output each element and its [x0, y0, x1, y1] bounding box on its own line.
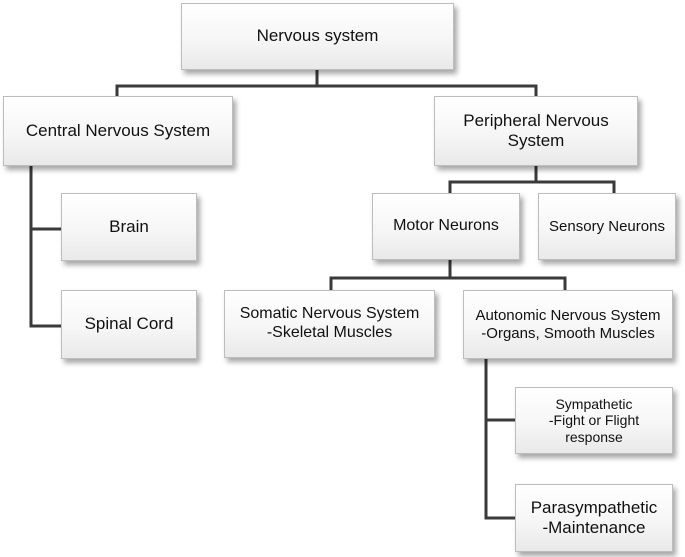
node-somatic-nervous-system: Somatic Nervous System-Skeletal Muscles [224, 290, 435, 358]
connector-motor-to-autonomic [448, 276, 567, 292]
node-motor-neurons: Motor Neurons [372, 193, 520, 260]
node-label-line: System [507, 131, 565, 150]
node-label-line: Nervous system [256, 26, 379, 46]
node-label-line: -Skeletal Muscles [266, 324, 393, 341]
node-label-line: -Fight or Flight [548, 412, 640, 429]
node-spinal-cord: Spinal Cord [61, 290, 197, 359]
node-label-line: Sensory Neurons [549, 217, 665, 235]
node-sensory-neurons: Sensory Neurons [538, 193, 676, 260]
node-central-nervous-system: Central Nervous System [3, 96, 233, 166]
node-label-line: Spinal Cord [84, 314, 174, 334]
node-label-line: Somatic Nervous System [239, 305, 420, 323]
node-label-line: Peripheral Nervous [463, 110, 609, 130]
node-label-line: Parasympathetic [530, 497, 658, 517]
connector-pns-to-motor-neurons [448, 164, 538, 195]
node-parasympathetic: Parasympathetic-Maintenance [515, 484, 673, 552]
node-label-line: Sympathetic [555, 395, 633, 412]
node-label-line: Motor Neurons [393, 217, 499, 235]
connector-nervous-system-to-branches [115, 68, 319, 98]
node-nervous-system: Nervous system [181, 3, 454, 70]
node-brain: Brain [61, 193, 197, 261]
node-label-line: Autonomic Nervous System [475, 306, 661, 324]
node-label-line: -Maintenance [542, 518, 646, 537]
node-label-line: Brain [109, 216, 149, 236]
node-label-line: response [565, 428, 623, 445]
connector-nervous-system-to-pns [315, 84, 538, 98]
connector-motor-to-somatic [329, 258, 452, 292]
node-label-line: -Organs, Smooth Muscles [481, 324, 655, 342]
node-autonomic-nervous-system: Autonomic Nervous System-Organs, Smooth … [463, 290, 673, 359]
node-label-line: Central Nervous System [25, 120, 211, 140]
connector-pns-to-sensory-neurons [534, 180, 616, 195]
